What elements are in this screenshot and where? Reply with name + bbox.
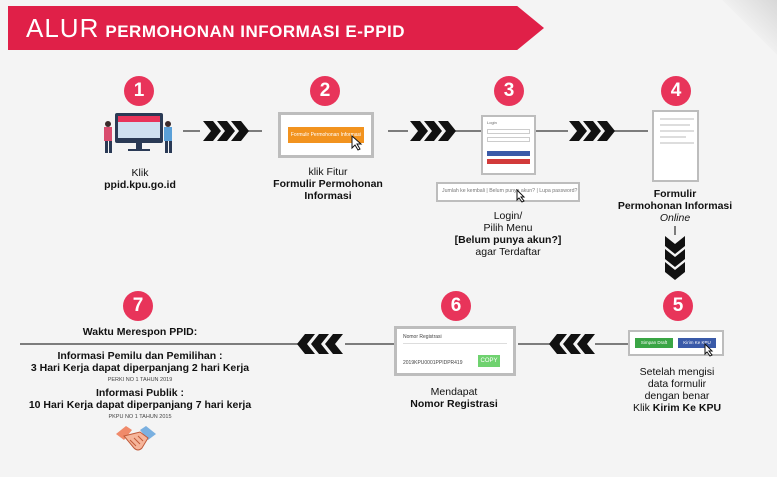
chevron-right-icon — [569, 121, 615, 141]
step-4-label: Formulir Permohonan Informasi Online — [610, 188, 740, 224]
step-5-line4-prefix: Klik — [632, 402, 653, 414]
block1-title: Informasi Pemilu dan Pemilihan : — [57, 350, 223, 362]
save-draft-button[interactable]: Simpan Draft — [635, 338, 673, 348]
block1-text: 3 Hari Kerja dapat diperpanjang 2 hari K… — [30, 362, 250, 374]
handshake-icon — [116, 426, 156, 451]
chevron-right-icon — [203, 121, 249, 141]
step-5-buttons-screenshot: Simpan Draft Kirim Ke KPU — [628, 330, 724, 357]
step-5-line4-bold: Kirim Ke KPU — [652, 402, 722, 414]
step-7-title: Waktu Merespon PPID: — [82, 326, 198, 338]
registration-number: 2019KPU0001PPIDPR419 — [403, 360, 463, 366]
login-button[interactable] — [487, 151, 530, 156]
step-number-5: 5 — [663, 291, 693, 321]
login-title: Login — [487, 120, 497, 125]
step-2-screenshot: Formulir Permohonan Informasi — [278, 112, 374, 158]
step-7-block2: Informasi Publik : 10 Hari Kerja dapat d… — [20, 387, 260, 423]
step-5-line2: data formulir — [647, 378, 707, 390]
step-3-line1: Login/ — [493, 210, 523, 222]
cursor-icon — [351, 135, 363, 151]
copy-button[interactable]: COPY — [478, 355, 500, 367]
step-number-2: 2 — [310, 76, 340, 106]
step-6-registration-screenshot: Nomor Registrasi 2019KPU0001PPIDPR419 CO… — [394, 326, 516, 376]
step-6-line2: Nomor Registrasi — [410, 398, 498, 410]
step-4-line2: Permohonan Informasi — [617, 200, 733, 212]
step-2-line1: klik Fitur — [308, 166, 348, 178]
form-request-button[interactable]: Formulir Permohonan Informasi — [288, 127, 364, 143]
step-number-6: 6 — [441, 291, 471, 321]
step-3-label: Login/ Pilih Menu [Belum punya akun?] ag… — [438, 210, 578, 258]
login-hint-text: Jumlah ke kembali | Belum punya akun? | … — [442, 188, 578, 194]
chevron-right-icon — [410, 121, 456, 141]
step-number-7: 7 — [123, 291, 153, 321]
title-light: ALUR — [26, 13, 100, 43]
step-3-line2: Pilih Menu — [483, 222, 533, 234]
step-6-line1: Mendapat — [430, 386, 478, 398]
send-to-kpu-button[interactable]: Kirim Ke KPU — [678, 338, 716, 348]
step-5-label: Setelah mengisi data formulir dengan ben… — [612, 366, 742, 414]
step-4-form-screenshot — [652, 110, 699, 182]
block1-reference: PERKI NO 1 TAHUN 2019 — [107, 377, 173, 383]
step-2-label: klik Fitur Formulir Permohonan Informasi — [258, 166, 398, 202]
page-title: ALUR PERMOHONAN INFORMASI E-PPID — [26, 6, 405, 50]
step-1-line1: Klik — [131, 167, 149, 179]
page-curl-decoration — [717, 0, 777, 60]
step-5-line3: dengan benar — [644, 390, 710, 402]
title-bold: PERMOHONAN INFORMASI E-PPID — [105, 22, 406, 41]
step-3-line3: [Belum punya akun?] — [454, 234, 562, 246]
header-banner — [8, 6, 544, 50]
step-1-link[interactable]: ppid.kpu.go.id — [104, 179, 176, 191]
step-3-hint-box: Jumlah ke kembali | Belum punya akun? | … — [436, 182, 580, 203]
step-number-4: 4 — [661, 76, 691, 106]
step-3-login-screenshot: Login — [481, 115, 536, 175]
register-button[interactable] — [487, 159, 530, 164]
step-4-line3: Online — [659, 212, 691, 224]
step-3-line4: agar Terdaftar — [475, 246, 541, 258]
step-1-label: Klik ppid.kpu.go.id — [80, 167, 200, 191]
step-6-label: Mendapat Nomor Registrasi — [384, 386, 524, 410]
password-field[interactable] — [487, 137, 530, 142]
cursor-icon — [516, 189, 526, 203]
computer-users-illustration — [104, 113, 172, 153]
block2-text: 10 Hari Kerja dapat diperpanjang 7 hari … — [28, 399, 252, 411]
step-number-1: 1 — [124, 76, 154, 106]
step-2-line3: Informasi — [304, 190, 352, 202]
step-5-line4: Klik Kirim Ke KPU — [612, 402, 742, 414]
chevron-down-icon — [665, 236, 685, 280]
step-4-line1: Formulir — [653, 188, 697, 200]
block2-reference: PKPU NO 1 TAHUN 2015 — [108, 414, 172, 420]
step-7-block1: Informasi Pemilu dan Pemilihan : 3 Hari … — [20, 350, 260, 386]
block2-title: Informasi Publik : — [95, 387, 185, 399]
cursor-icon — [704, 343, 714, 357]
step-2-line2: Formulir Permohonan — [273, 178, 383, 190]
username-field[interactable] — [487, 129, 530, 134]
registration-label: Nomor Registrasi — [403, 334, 442, 340]
chevron-left-icon — [549, 334, 595, 354]
step-number-3: 3 — [494, 76, 524, 106]
step-5-line1: Setelah mengisi — [639, 366, 715, 378]
chevron-left-icon — [297, 334, 343, 354]
